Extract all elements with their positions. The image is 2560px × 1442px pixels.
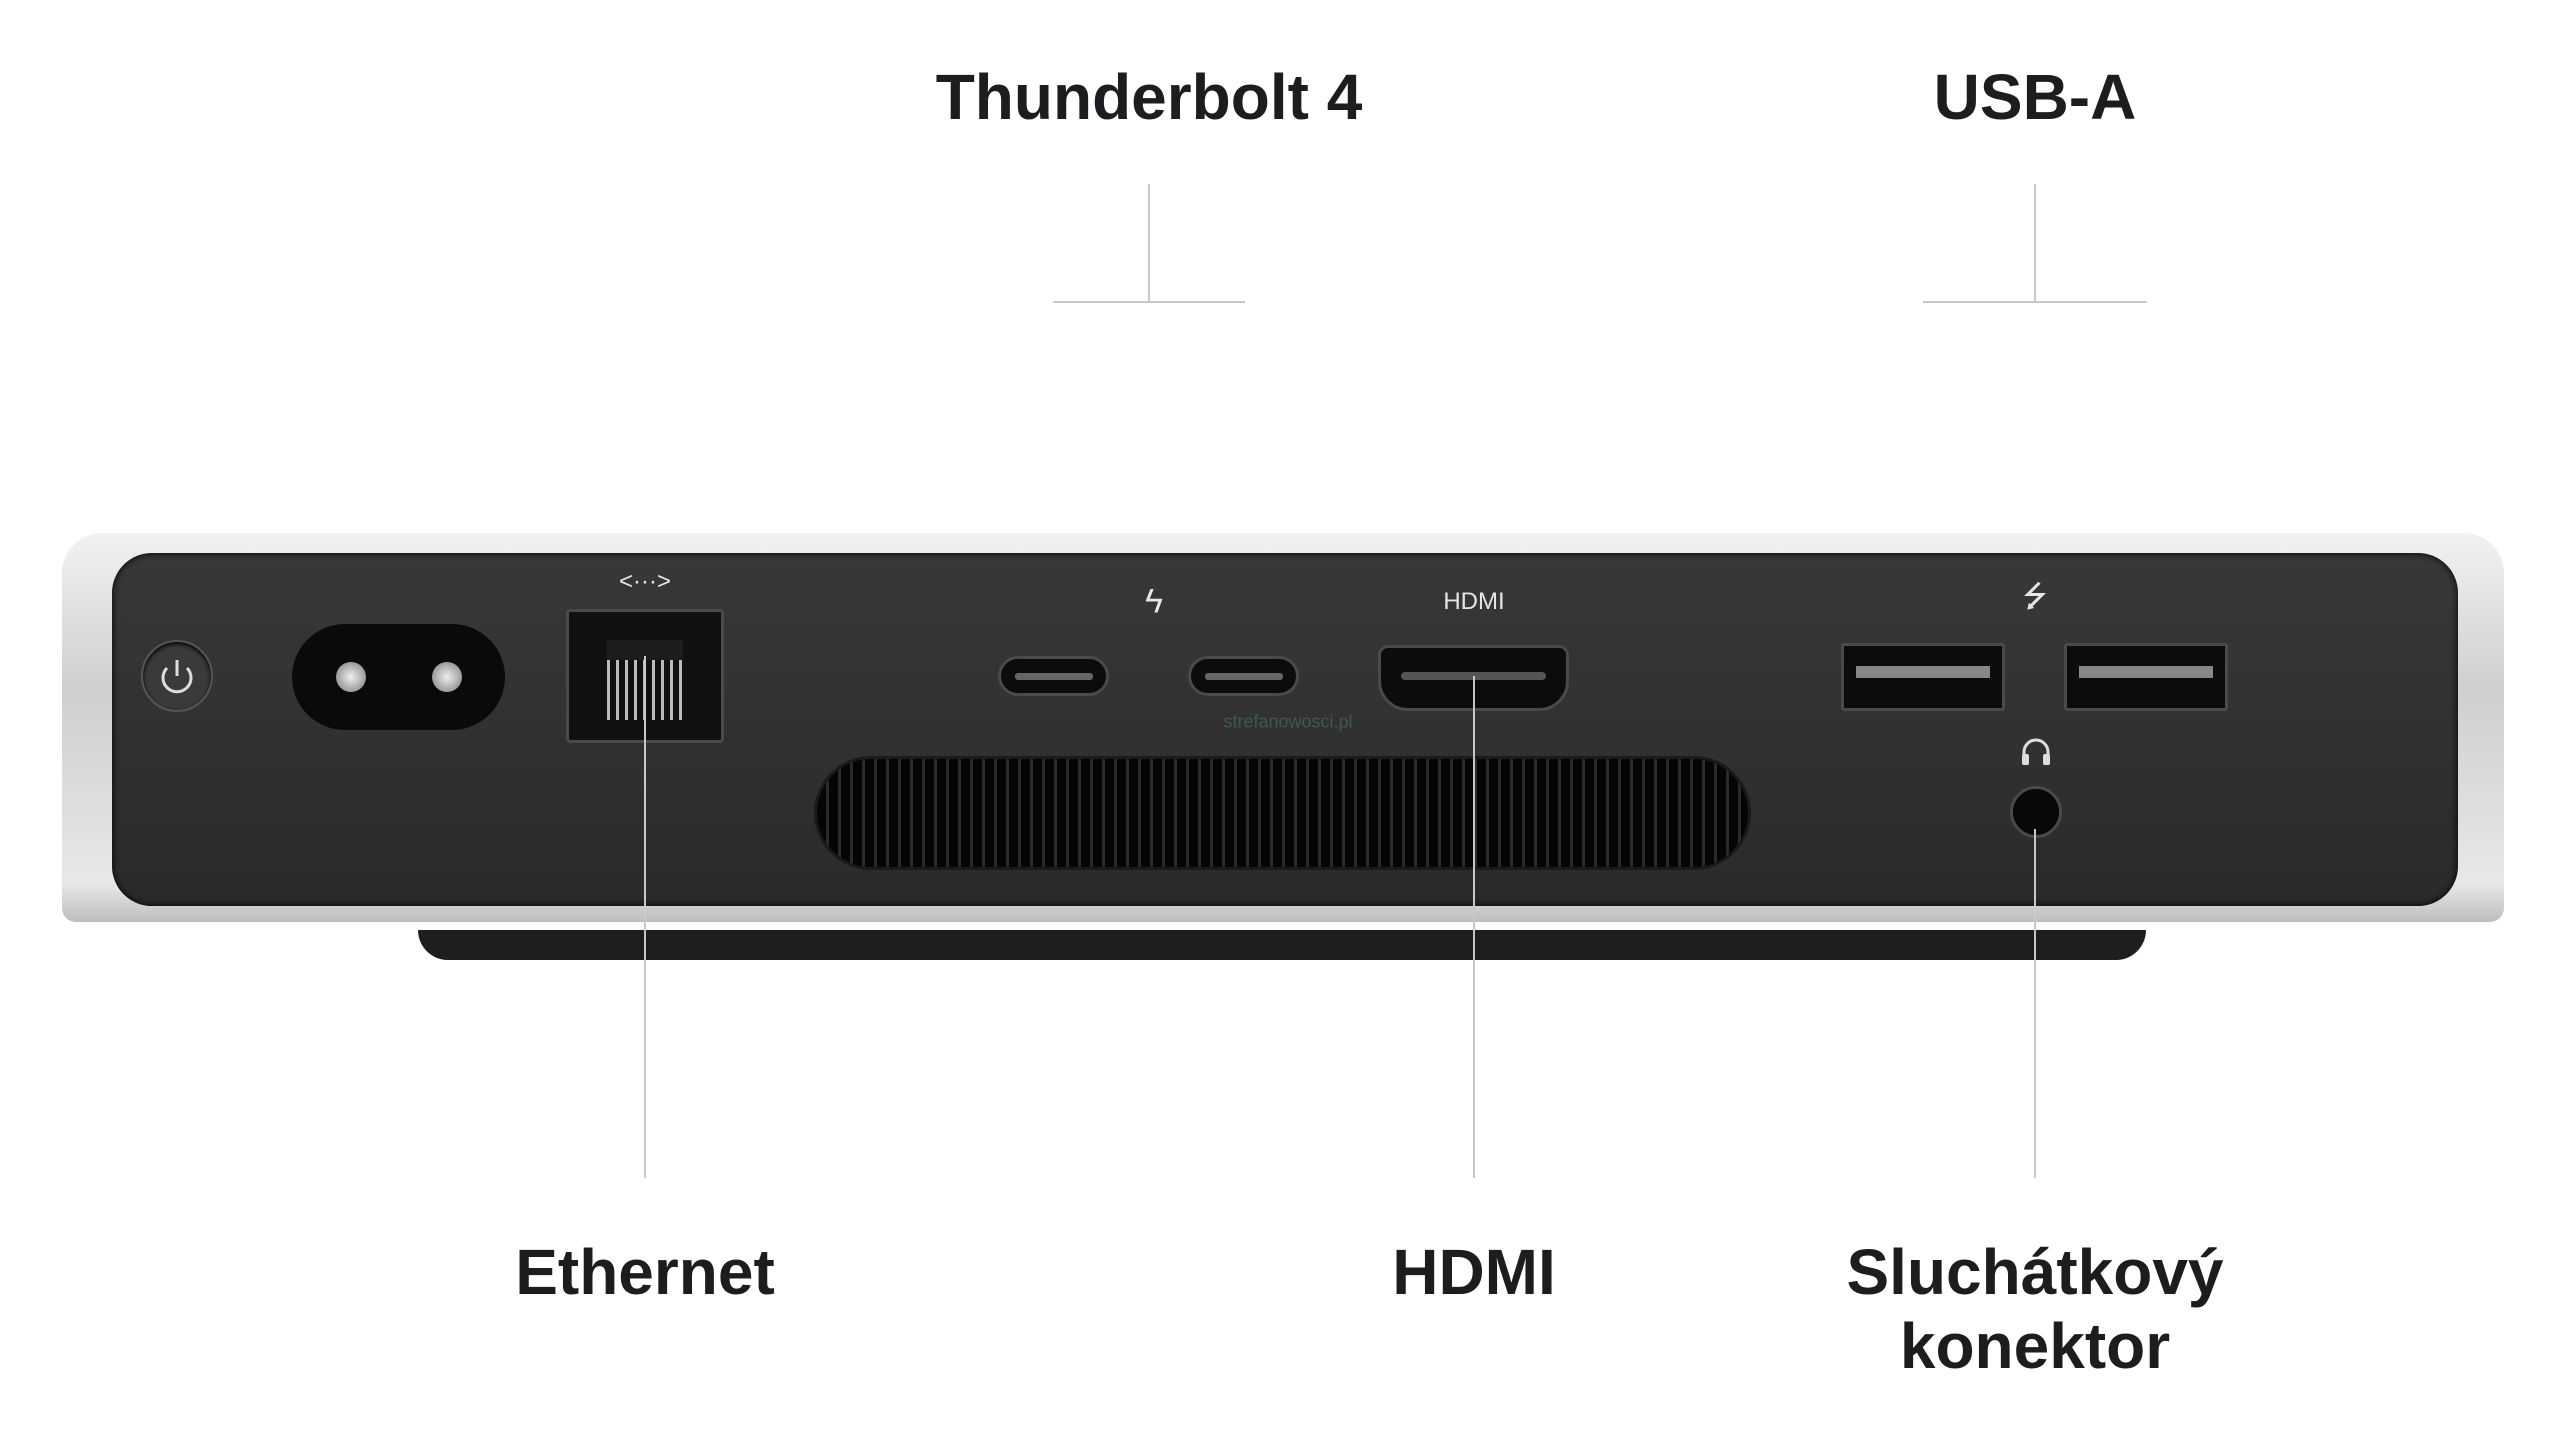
- usb-icon: ⭍: [2022, 580, 2048, 614]
- hdmi-label: HDMI: [1392, 1236, 1556, 1308]
- thunderbolt-port-1: [998, 656, 1109, 696]
- hdmi-callout-line: [1473, 676, 1475, 1178]
- thunderbolt-callout-bar: [1053, 301, 1245, 303]
- headphone-jack: [2010, 786, 2062, 838]
- usb-a-port-1: [1841, 643, 2005, 711]
- headphone-label-line2: konektor: [1899, 1310, 2171, 1382]
- power-icon: [161, 660, 193, 694]
- power-button[interactable]: [141, 640, 213, 712]
- usb-callout-stem: [2034, 184, 2036, 302]
- usb-callout-bar: [1923, 301, 2147, 303]
- watermark: strefanowosci.pl: [1223, 711, 1353, 732]
- air-vent: [814, 756, 1751, 870]
- thunderbolt-callout-stem: [1148, 184, 1150, 302]
- headphone-label-line1: Sluchátkový: [1846, 1236, 2224, 1308]
- usb-a-label: USB-A: [1933, 61, 2137, 133]
- mac-mini-foot: [418, 930, 2146, 960]
- thunderbolt-icon: ϟ: [1145, 582, 1163, 621]
- thunderbolt-label: Thunderbolt 4: [935, 61, 1363, 133]
- usb-a-port-2: [2064, 643, 2228, 711]
- ethernet-callout-line: [644, 656, 646, 1178]
- headphone-icon: [2022, 738, 2050, 765]
- thunderbolt-port-2: [1188, 656, 1299, 696]
- ethernet-label: Ethernet: [515, 1236, 775, 1308]
- headphone-callout-line: [2034, 829, 2036, 1178]
- ethernet-icon: <···>: [618, 568, 672, 595]
- power-socket: [292, 624, 505, 730]
- hdmi-port-label: HDMI: [1443, 588, 1505, 615]
